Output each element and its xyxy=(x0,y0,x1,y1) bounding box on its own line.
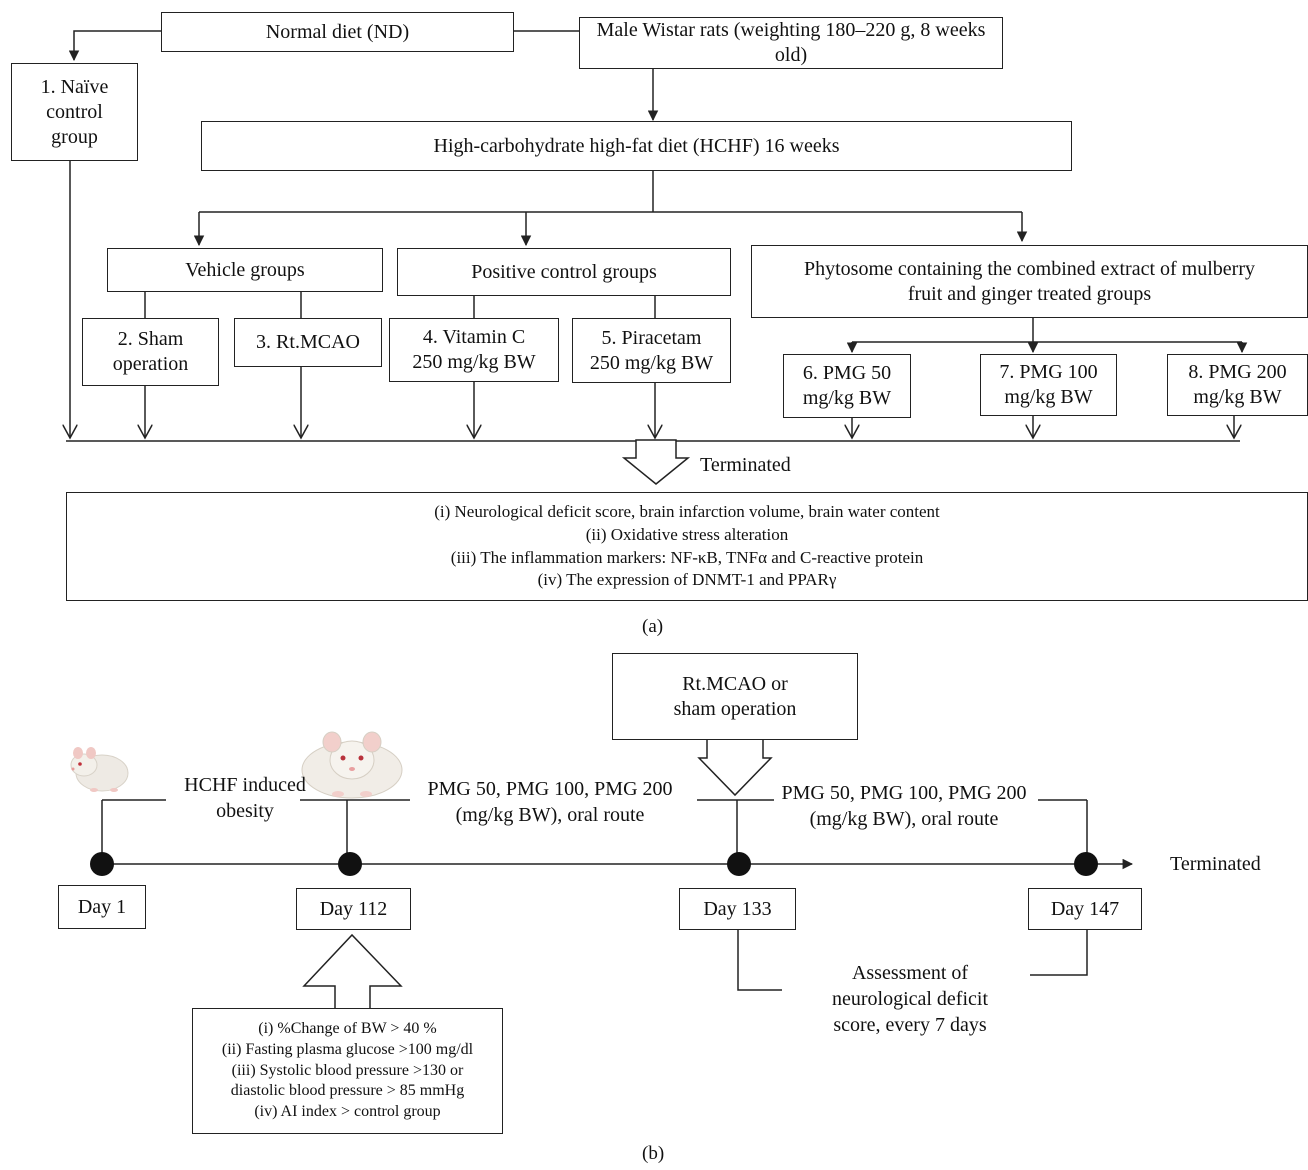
naive-control-box: 1. Naïve control group xyxy=(11,63,138,161)
rats-label: Male Wistar rats (weighting 180–220 g, 8… xyxy=(596,19,986,66)
vitamin-c-box: 4. Vitamin C 250 mg/kg BW xyxy=(389,318,559,382)
criteria-item: diastolic blood pressure > 85 mmHg xyxy=(230,1082,465,1100)
outcomes-list: (i) Neurological deficit score, brain in… xyxy=(434,501,940,593)
pmg50-label: 6. PMG 50 mg/kg BW xyxy=(802,362,892,409)
rat-image-small xyxy=(70,747,129,792)
rt-mcao-box: 3. Rt.MCAO xyxy=(234,318,382,367)
rat-image-large xyxy=(301,731,403,799)
positive-control-box: Positive control groups xyxy=(397,248,731,296)
hchf-box: High-carbohydrate high-fat diet (HCHF) 1… xyxy=(201,121,1072,171)
day-112-box: Day 112 xyxy=(296,888,411,930)
naive-control-label: 1. Naïve control group xyxy=(40,75,109,148)
day-1-label: Day 1 xyxy=(77,895,127,918)
rt-mcao-label: 3. Rt.MCAO xyxy=(256,331,360,353)
normal-diet-label: Normal diet (ND) xyxy=(265,20,410,43)
pmg-route-label-1: PMG 50, PMG 100, PMG 200 (mg/kg BW), ora… xyxy=(427,778,673,826)
piracetam-label: 5. Piracetam 250 mg/kg BW xyxy=(589,326,714,374)
sham-operation-label: 2. Sham operation xyxy=(112,328,189,375)
obesity-criteria-box: (i) %Change of BW > 40 % (ii) Fasting pl… xyxy=(192,1008,503,1134)
hchf-label: High-carbohydrate high-fat diet (HCHF) 1… xyxy=(433,134,840,157)
pmg50-box: 6. PMG 50 mg/kg BW xyxy=(783,354,911,418)
pmg100-label: 7. PMG 100 mg/kg BW xyxy=(999,361,1098,408)
pmg200-box: 8. PMG 200 mg/kg BW xyxy=(1167,354,1308,416)
outcome-item: (iii) The inflammation markers: NF-κB, T… xyxy=(450,547,924,567)
vehicle-groups-box: Vehicle groups xyxy=(107,248,383,292)
outcome-item: (ii) Oxidative stress alteration xyxy=(585,524,789,544)
day-133-label: Day 133 xyxy=(703,897,772,920)
terminated-label-a: Terminated xyxy=(700,454,791,476)
criteria-item: (iii) Systolic blood pressure >130 or xyxy=(231,1061,464,1079)
outcomes-box: (i) Neurological deficit score, brain in… xyxy=(66,492,1308,601)
day-147-box: Day 147 xyxy=(1028,888,1142,930)
day-1-box: Day 1 xyxy=(58,885,146,929)
sham-operation-box: 2. Sham operation xyxy=(82,318,219,386)
mcao-sham-label: Rt.MCAO or sham operation xyxy=(673,672,797,720)
criteria-item: (iv) AI index > control group xyxy=(254,1103,441,1121)
vitamin-c-label: 4. Vitamin C 250 mg/kg BW xyxy=(412,326,536,373)
rats-box: Male Wistar rats (weighting 180–220 g, 8… xyxy=(579,17,1003,69)
criteria-item: (ii) Fasting plasma glucose >100 mg/dl xyxy=(221,1040,474,1058)
vehicle-groups-label: Vehicle groups xyxy=(185,258,305,281)
terminated-label-b: Terminated xyxy=(1170,853,1261,875)
outcome-item: (i) Neurological deficit score, brain in… xyxy=(434,501,940,521)
mcao-sham-box: Rt.MCAO or sham operation xyxy=(612,653,858,740)
phytosome-label: Phytosome containing the combined extrac… xyxy=(804,257,1255,305)
assessment-label: Assessment of neurological deficit score… xyxy=(831,962,989,1036)
pmg100-box: 7. PMG 100 mg/kg BW xyxy=(980,354,1117,416)
pmg200-label: 8. PMG 200 mg/kg BW xyxy=(1188,361,1287,408)
day-133-box: Day 133 xyxy=(679,888,796,930)
day-112-label: Day 112 xyxy=(319,897,388,920)
hchf-obesity-label: HCHF induced obesity xyxy=(184,774,306,822)
criteria-item: (i) %Change of BW > 40 % xyxy=(258,1020,437,1037)
outcome-item: (iv) The expression of DNMT-1 and PPARγ xyxy=(537,570,837,590)
pmg-route-label-2: PMG 50, PMG 100, PMG 200 (mg/kg BW), ora… xyxy=(781,782,1027,830)
day-147-label: Day 147 xyxy=(1050,897,1120,920)
phytosome-box: Phytosome containing the combined extrac… xyxy=(751,245,1308,318)
piracetam-box: 5. Piracetam 250 mg/kg BW xyxy=(572,318,731,383)
criteria-list: (i) %Change of BW > 40 % (ii) Fasting pl… xyxy=(222,1019,473,1123)
positive-control-label: Positive control groups xyxy=(471,260,657,283)
normal-diet-box: Normal diet (ND) xyxy=(161,12,514,52)
